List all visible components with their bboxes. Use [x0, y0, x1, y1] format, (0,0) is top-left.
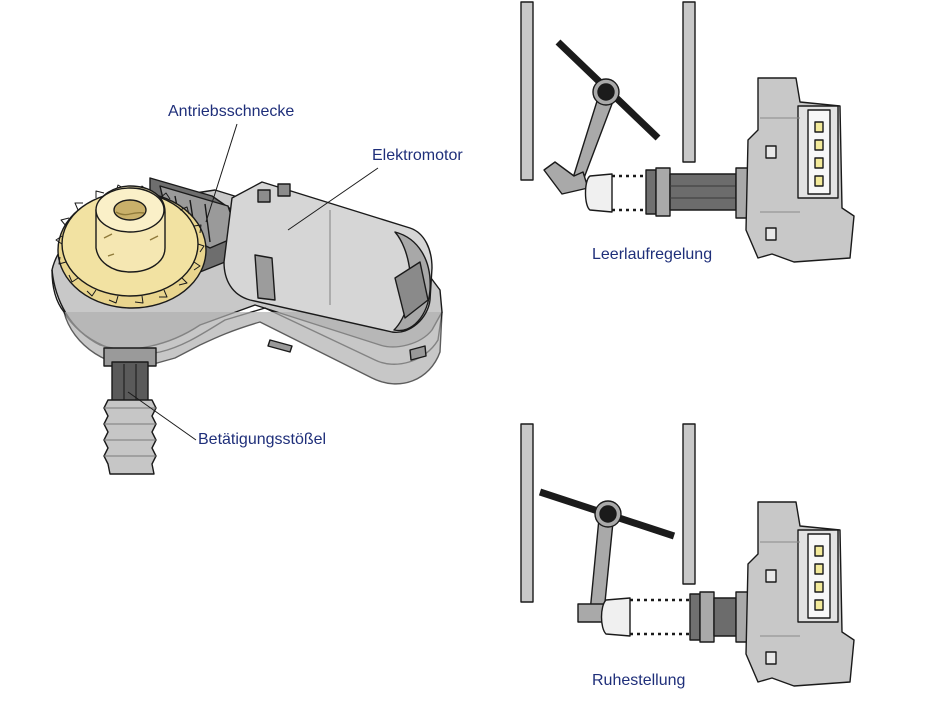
label-drive-worm: Antriebsschnecke: [168, 103, 295, 120]
plunger-collar: [645, 169, 657, 215]
actuator-assembly: [51, 177, 443, 475]
leader-electric-motor: [287, 167, 379, 231]
mount-slot: [765, 145, 777, 159]
connector-socket: [807, 533, 831, 619]
plunger-bellows: [103, 399, 157, 475]
connector-pin: [814, 599, 824, 611]
gear-teeth: [55, 184, 205, 304]
motor-body: [223, 181, 433, 333]
motor-terminal: [277, 183, 291, 197]
gear-wheel: [55, 184, 207, 309]
connector-pin: [814, 581, 824, 593]
leader-actuating-plunger: [127, 391, 197, 441]
connector-pin: [814, 175, 824, 187]
plunger-shaft: [713, 597, 737, 637]
idle-control-view: [520, 1, 855, 263]
label-idle-control: Leerlaufregelung: [592, 246, 713, 263]
mount-slot: [765, 651, 777, 665]
throttle-wall-left: [520, 423, 534, 603]
connector-pin: [814, 121, 824, 133]
leader-drive-worm: [205, 123, 238, 223]
plunger-collar: [699, 591, 715, 643]
connector-pin: [814, 545, 824, 557]
motor-clip: [394, 261, 429, 319]
connector-pin: [814, 139, 824, 151]
label-actuating-plunger: Betätigungsstößel: [198, 431, 327, 448]
rest-position-view: [520, 423, 855, 687]
label-rest-position: Ruhestellung: [592, 672, 686, 689]
housing-tab: [267, 339, 293, 353]
connector-socket: [807, 109, 831, 195]
worm-thread: [204, 203, 211, 243]
plunger-collar: [689, 593, 701, 641]
throttle-shaft: [597, 83, 615, 101]
mount-slot: [765, 227, 777, 241]
gear-hub-thread: [115, 211, 145, 216]
housing-skirt: [63, 311, 443, 385]
plunger-shaft: [669, 173, 737, 211]
throttle-shaft: [599, 505, 617, 523]
motor-bracket: [254, 254, 276, 301]
connector-pin: [814, 157, 824, 169]
housing-tab: [409, 345, 427, 361]
motor-terminal: [257, 189, 271, 203]
throttle-wall-right: [682, 423, 696, 585]
plunger-collar: [655, 167, 671, 217]
throttle-wall-right: [682, 1, 696, 163]
gear-hub-ribs: [103, 233, 159, 257]
throttle-wall-left: [520, 1, 534, 181]
plunger: [103, 347, 157, 475]
plunger-tip: [584, 173, 613, 213]
plunger-tip: [600, 597, 631, 637]
lever-stop: [543, 161, 589, 195]
leader-lines-left: [127, 123, 379, 441]
mount-slot: [765, 569, 777, 583]
gear-hub-bore: [113, 199, 147, 221]
connector-pin: [814, 563, 824, 575]
label-electric-motor: Elektromotor: [372, 147, 463, 164]
